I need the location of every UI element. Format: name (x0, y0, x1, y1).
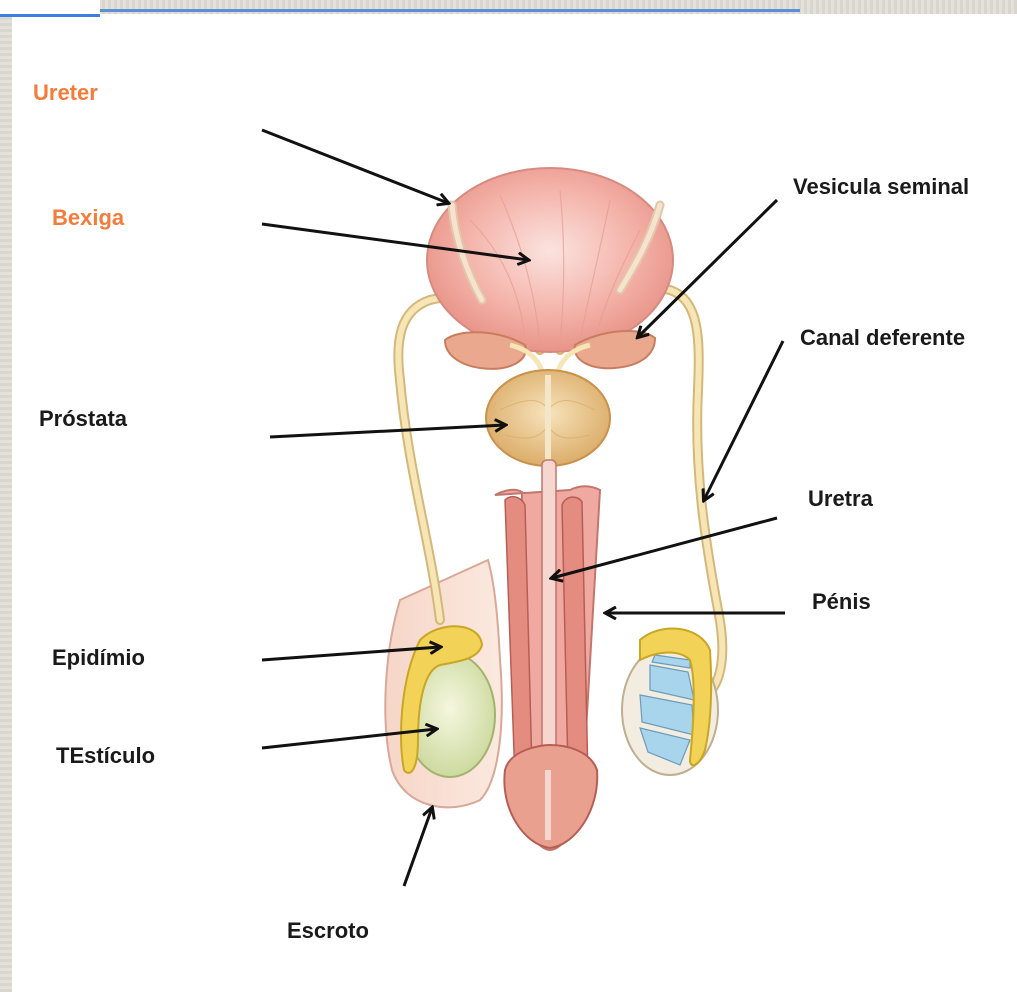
arrow-ureter (262, 130, 448, 203)
arrow-prostata (270, 425, 505, 437)
arrow-escroto (404, 808, 432, 886)
label-testiculo: TEstículo (56, 745, 155, 767)
label-vesicula-seminal: Vesicula seminal (793, 176, 969, 198)
label-canal-deferente: Canal deferente (800, 327, 965, 349)
label-prostata: Próstata (39, 408, 127, 430)
label-epididimio: Epidímio (52, 647, 145, 669)
arrow-canal-deferente (704, 341, 783, 500)
label-bexiga: Bexiga (52, 207, 124, 229)
label-escroto: Escroto (287, 920, 369, 942)
label-uretra: Uretra (808, 488, 873, 510)
label-ureter: Ureter (33, 82, 98, 104)
label-penis: Pénis (812, 591, 871, 613)
